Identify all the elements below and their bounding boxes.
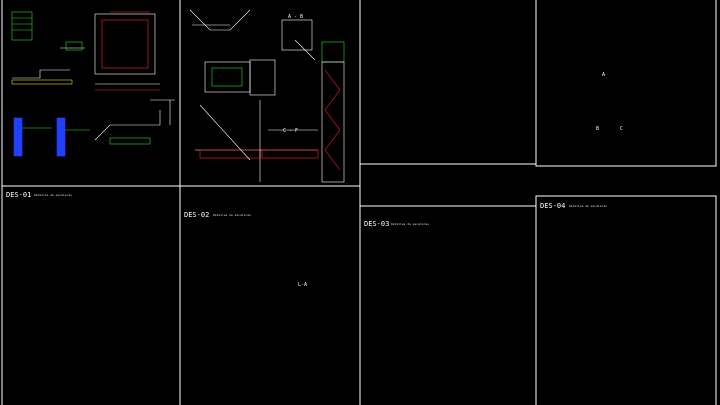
section-label-a-b: A - B	[288, 14, 304, 20]
sheet-subtitle-des-01: Detalles de escaleras	[34, 193, 72, 197]
section-label-c-f: C - F	[283, 128, 299, 134]
sheet-title-des-01: DES-01	[6, 191, 32, 199]
section-label-a: A	[602, 72, 606, 78]
section-label-b: B	[596, 126, 600, 132]
sheet-title-des-02: DES-02	[184, 211, 210, 219]
sheet-subtitle-des-03: Detalles de escaleras	[391, 222, 429, 226]
sheet-subtitle-des-02: Detalles de escaleras	[213, 213, 251, 217]
sheet-title-des-03: DES-03	[364, 220, 390, 228]
section-label-l-a: L-A	[298, 282, 308, 288]
sheet-title-des-04: DES-04	[540, 202, 566, 210]
detail-top-middle	[189, 9, 345, 183]
section-label-c: C	[620, 126, 624, 132]
sheet-subtitle-des-04: Detalles de escaleras	[569, 204, 607, 208]
detail-top-left	[11, 11, 175, 157]
